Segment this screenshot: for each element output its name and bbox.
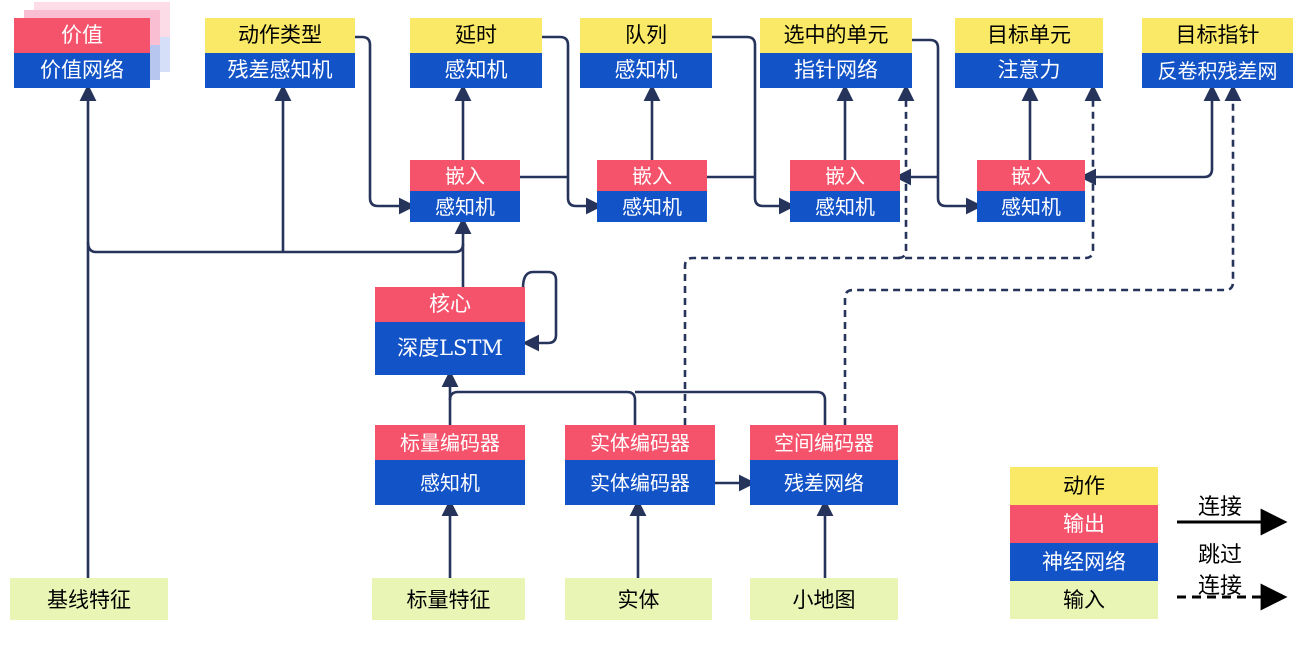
- input-minimap: 小地图: [750, 578, 898, 620]
- queue-label: 队列: [580, 18, 712, 53]
- embedding4-label: 嵌入: [977, 160, 1085, 191]
- core-lstm-label: 深度LSTM: [375, 322, 525, 375]
- legend-output-label: 输出: [1010, 505, 1158, 543]
- node-delay: 延时 感知机: [410, 18, 542, 88]
- node-core: 核心 深度LSTM: [375, 287, 525, 375]
- selected-units-label: 选中的单元: [760, 18, 912, 53]
- embedding3-mlp-label: 感知机: [790, 191, 900, 222]
- node-action-type: 动作类型 残差感知机: [205, 18, 355, 88]
- entity-encoder-label: 实体编码器: [565, 425, 715, 460]
- input-scalar-features: 标量特征: [372, 578, 525, 620]
- line-selected-units-to-embedding4: [912, 38, 983, 215]
- node-embedding4: 嵌入 感知机: [977, 160, 1085, 222]
- node-scalar-encoder: 标量编码器 感知机: [375, 425, 525, 505]
- node-target-point: 目标指针 反卷积残差网: [1142, 18, 1293, 88]
- line-action-type-to-embedding1: [355, 35, 416, 215]
- legend-input-label: 输入: [1010, 581, 1158, 619]
- value-action-label: 价值: [14, 18, 150, 53]
- line-core-bus: [86, 241, 465, 254]
- node-target-unit: 目标单元 注意力: [955, 18, 1103, 88]
- value-network-label: 价值网络: [14, 53, 150, 88]
- embedding3-label: 嵌入: [790, 160, 900, 191]
- action-type-label: 动作类型: [205, 18, 355, 53]
- skip-entity-to-target-unit: [683, 84, 1102, 425]
- queue-network-label: 感知机: [580, 53, 712, 88]
- node-entity-encoder: 实体编码器 实体编码器: [565, 425, 715, 505]
- input-baseline-features: 基线特征: [10, 578, 168, 620]
- legend-solid-connection-label: 连接: [1197, 495, 1242, 520]
- node-embedding3: 嵌入 感知机: [790, 160, 900, 222]
- line-core-recurrent-loop: [521, 270, 558, 352]
- target-unit-label: 目标单元: [955, 18, 1103, 53]
- legend-skip-label-line2: 连接: [1197, 574, 1242, 599]
- node-queue: 队列 感知机: [580, 18, 712, 88]
- target-unit-network-label: 注意力: [955, 53, 1103, 88]
- scalar-encoder-mlp-label: 感知机: [375, 460, 525, 505]
- node-value: 价值 价值网络: [14, 18, 150, 88]
- skip-spatial-to-target-point: [843, 84, 1242, 425]
- spatial-encoder-label: 空间编码器: [750, 425, 898, 460]
- node-embedding1: 嵌入 感知机: [410, 160, 520, 222]
- legend-action-label: 动作: [1010, 467, 1158, 505]
- node-spatial-encoder: 空间编码器 残差网络: [750, 425, 898, 505]
- action-type-network-label: 残差感知机: [205, 53, 355, 88]
- delay-label: 延时: [410, 18, 542, 53]
- embedding4-mlp-label: 感知机: [977, 191, 1085, 222]
- skip-entity-to-selected-units: [897, 84, 915, 260]
- embedding1-mlp-label: 感知机: [410, 191, 520, 222]
- line-delay-to-embedding2: [542, 35, 603, 215]
- entity-encoder-sub-label: 实体编码器: [565, 460, 715, 505]
- input-entities: 实体: [565, 578, 712, 620]
- embedding2-label: 嵌入: [597, 160, 707, 191]
- node-embedding2: 嵌入 感知机: [597, 160, 707, 222]
- scalar-encoder-label: 标量编码器: [375, 425, 525, 460]
- legend-color-key: 动作 输出 神经网络 输入: [1010, 467, 1158, 619]
- target-point-network-label: 反卷积残差网: [1142, 53, 1293, 88]
- core-label: 核心: [375, 287, 525, 322]
- line-encoder-bus-left: [448, 390, 637, 425]
- embedding2-mlp-label: 感知机: [597, 191, 707, 222]
- legend-network-label: 神经网络: [1010, 543, 1158, 581]
- line-queue-to-embedding3: [712, 35, 796, 215]
- line-embedding4-to-target-point: [1079, 84, 1221, 186]
- legend-skip-label-line1: 跳过: [1197, 543, 1242, 568]
- line-encoder-bus-right: [635, 390, 827, 425]
- selected-units-network-label: 指针网络: [760, 53, 912, 88]
- node-selected-units: 选中的单元 指针网络: [760, 18, 912, 88]
- spatial-encoder-resnet-label: 残差网络: [750, 460, 898, 505]
- embedding1-label: 嵌入: [410, 160, 520, 191]
- delay-network-label: 感知机: [410, 53, 542, 88]
- target-point-label: 目标指针: [1142, 18, 1293, 53]
